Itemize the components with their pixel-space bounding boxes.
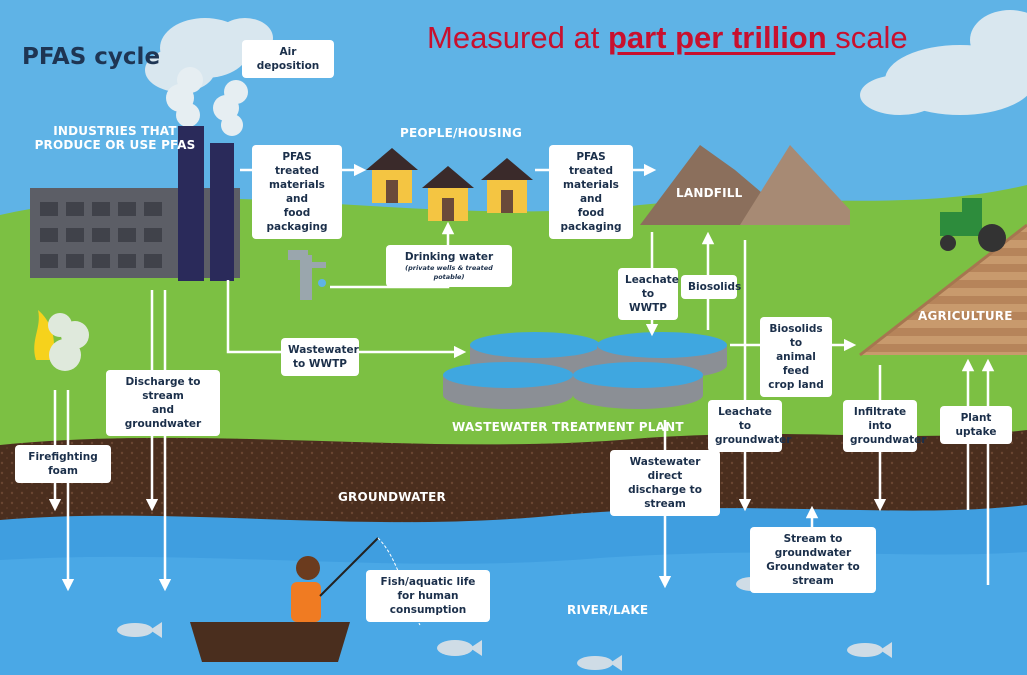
caption-people-housing: PEOPLE/HOUSING bbox=[400, 126, 523, 140]
tractor-icon bbox=[940, 198, 1006, 252]
house-icon bbox=[366, 148, 418, 203]
label-pfas-treated-materials-1: PFAS treated materials and food packagin… bbox=[252, 145, 342, 239]
water-pump-icon bbox=[288, 250, 326, 300]
cloud-icon bbox=[860, 10, 1027, 115]
label-pfas-treated-materials-2: PFAS treated materials and food packagin… bbox=[549, 145, 633, 239]
diagram-title: PFAS cycle bbox=[22, 44, 161, 70]
headline-emphasis: part per trillion bbox=[607, 20, 836, 55]
label-firefighting-foam: Firefighting foam bbox=[15, 445, 111, 483]
boat-icon bbox=[190, 622, 350, 662]
arrow-industry-to-wwtp bbox=[226, 280, 467, 359]
house-icon bbox=[481, 158, 533, 213]
label-infiltrate-into-groundwater: Infiltrate into groundwater bbox=[843, 400, 926, 452]
label-leachate-to-wwtp: Leachate to WWTP bbox=[618, 268, 679, 320]
fire-icon bbox=[34, 310, 89, 371]
label-fish-aquatic-life: Fish/aquatic life for human consumption bbox=[366, 570, 490, 622]
label-discharge-to-stream: Discharge to stream and groundwater bbox=[106, 370, 220, 436]
headline-prefix: Measured at bbox=[427, 20, 608, 55]
label-air-deposition: Air deposition bbox=[242, 40, 334, 78]
person-fishing-icon bbox=[291, 537, 421, 626]
drinking-water-note: (private wells & treated potable) bbox=[405, 264, 493, 281]
house-icon bbox=[422, 166, 474, 221]
mountain-back bbox=[740, 145, 850, 225]
label-biosolids-to-crop-land: Biosolids to animal feed crop land bbox=[760, 317, 832, 397]
factory-icon bbox=[30, 126, 240, 281]
caption-wwtp: WASTEWATER TREATMENT PLANT bbox=[452, 420, 684, 434]
smoke-plume bbox=[166, 67, 248, 136]
caption-river-lake: RIVER/LAKE bbox=[567, 603, 649, 617]
flow-arrows bbox=[48, 163, 995, 592]
label-wastewater-direct-discharge: Wastewater direct discharge to stream bbox=[610, 450, 720, 516]
label-biosolids: Biosolids bbox=[681, 275, 741, 299]
grass-field bbox=[0, 185, 1027, 470]
label-drinking-water: Drinking water(private wells & treated p… bbox=[386, 245, 512, 287]
headline: Measured at part per trillion scale bbox=[427, 20, 908, 56]
headline-suffix: scale bbox=[835, 20, 908, 55]
label-plant-uptake: Plant uptake bbox=[940, 406, 1012, 444]
caption-groundwater: GROUNDWATER bbox=[338, 490, 446, 504]
label-leachate-to-groundwater: Leachate to groundwater bbox=[708, 400, 791, 452]
treatment-tank-icon bbox=[443, 332, 727, 409]
caption-industries: INDUSTRIES THAT PRODUCE OR USE PFAS bbox=[34, 124, 196, 152]
caption-landfill: LANDFILL bbox=[676, 186, 743, 200]
label-wastewater-to-wwtp: Wastewater to WWTP bbox=[281, 338, 359, 376]
drinking-water-text: Drinking water bbox=[404, 251, 494, 263]
caption-agriculture: AGRICULTURE bbox=[918, 309, 1013, 323]
label-stream-groundwater-exchange: Stream to groundwater Groundwater to str… bbox=[750, 527, 876, 593]
